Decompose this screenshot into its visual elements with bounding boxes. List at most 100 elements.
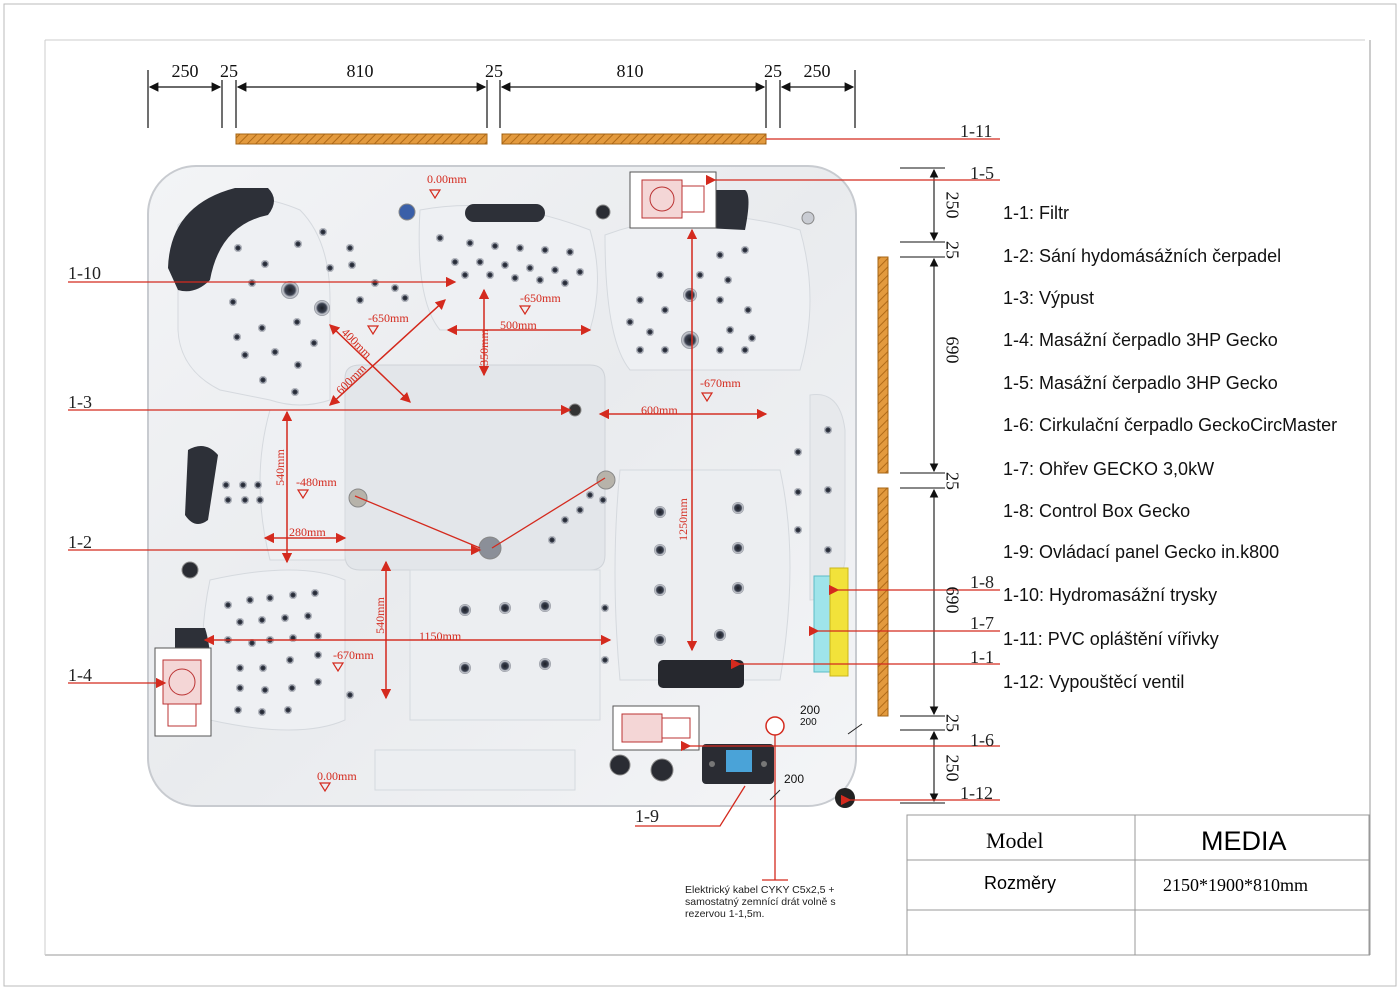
legend-item-1-10: 1-10: Hydromasážní trysky xyxy=(1003,585,1218,605)
pump-1-4-drawing xyxy=(154,647,212,737)
dim-label-500: 500mm xyxy=(500,318,537,332)
jet xyxy=(286,656,294,664)
callout-1-6: 1-6 xyxy=(970,730,994,750)
depth-label-670-b: -670mm xyxy=(333,648,374,662)
title-block-frame xyxy=(906,814,1370,956)
jet xyxy=(259,376,267,384)
dim-top-25-c: 25 xyxy=(764,61,782,81)
jet xyxy=(314,632,322,640)
filter-cover xyxy=(658,660,744,688)
air-button-icon xyxy=(801,211,815,225)
pvc-panel-right-upper xyxy=(877,256,889,474)
jet xyxy=(548,536,556,544)
jet xyxy=(234,706,242,714)
jet xyxy=(794,448,802,456)
jet xyxy=(248,279,256,287)
jet xyxy=(288,684,296,692)
jet xyxy=(601,604,609,612)
jet xyxy=(224,601,232,609)
jet xyxy=(661,346,669,354)
dim-right-25-c: 25 xyxy=(942,714,963,732)
cable-note-line-2: samostatný zemnící drát volně s xyxy=(685,896,836,908)
jet xyxy=(236,684,244,692)
internal-dimensions xyxy=(68,174,1000,881)
depth-label-bottom: 0.00mm xyxy=(317,769,357,783)
depth-markers xyxy=(296,189,714,793)
jet xyxy=(346,244,354,252)
jet xyxy=(561,279,569,287)
legend-item-1-9: 1-9: Ovládací panel Gecko in.k800 xyxy=(1003,542,1280,562)
jet xyxy=(744,306,752,314)
top-dimension-line xyxy=(147,70,856,128)
jet xyxy=(248,639,256,647)
pillow-button-icon xyxy=(595,204,611,220)
jet xyxy=(486,271,494,279)
jet xyxy=(319,228,327,236)
jet xyxy=(326,264,334,272)
jet xyxy=(241,496,249,504)
suction-left-icon xyxy=(181,561,199,579)
jet xyxy=(626,318,634,326)
right-dimension-line xyxy=(900,167,945,804)
jet xyxy=(233,333,241,341)
jet xyxy=(586,491,594,499)
dim-top-25-b: 25 xyxy=(485,61,503,81)
jet xyxy=(566,248,574,256)
jet xyxy=(256,496,264,504)
callout-1-8: 1-8 xyxy=(970,572,994,592)
dim-label-540-b: 540mm xyxy=(372,597,387,634)
jet xyxy=(661,306,669,314)
jet xyxy=(236,618,244,626)
jet xyxy=(436,234,444,242)
jet xyxy=(294,361,302,369)
jet xyxy=(451,258,459,266)
jet xyxy=(654,506,666,518)
pvc-panel-top-left xyxy=(235,133,488,145)
jet xyxy=(289,591,297,599)
callout-1-12: 1-12 xyxy=(960,783,993,803)
jet xyxy=(254,481,262,489)
jet xyxy=(636,296,644,304)
jet xyxy=(541,246,549,254)
jet xyxy=(716,346,724,354)
jet xyxy=(511,274,519,282)
jet xyxy=(576,268,584,276)
jet xyxy=(794,526,802,534)
pump-1-6-drawing xyxy=(612,705,700,751)
jet xyxy=(304,612,312,620)
dim-label-200-c: 200 xyxy=(784,772,805,786)
jet xyxy=(501,261,509,269)
jet xyxy=(234,244,242,252)
light-icon xyxy=(398,203,416,221)
jet xyxy=(241,351,249,359)
cable-note: Elektrický kabel CYKY C5x2,5 + samostatn… xyxy=(685,884,836,920)
light-left-icon xyxy=(348,488,368,508)
jet xyxy=(461,271,469,279)
jet xyxy=(824,426,832,434)
jet xyxy=(281,281,299,299)
jet xyxy=(224,496,232,504)
jet xyxy=(824,546,832,554)
jet xyxy=(724,276,732,284)
jet xyxy=(539,658,551,670)
jet xyxy=(741,346,749,354)
jet xyxy=(681,331,699,349)
jet xyxy=(281,614,289,622)
jet xyxy=(258,324,266,332)
cable-note-line-1: Elektrický kabel CYKY C5x2,5 + xyxy=(685,884,835,896)
jet xyxy=(261,686,269,694)
jet xyxy=(656,271,664,279)
jet xyxy=(266,594,274,602)
dim-label-1250: 1250mm xyxy=(675,498,690,541)
jet xyxy=(794,488,802,496)
callout-1-11: 1-11 xyxy=(960,121,993,141)
jet xyxy=(696,271,704,279)
jet xyxy=(258,616,266,624)
jet xyxy=(748,334,756,342)
drain-valve-1-12 xyxy=(835,788,855,808)
jet xyxy=(246,596,254,604)
drain-bottom-b-icon xyxy=(650,758,674,782)
legend-item-1-7: 1-7: Ohřev GECKO 3,0kW xyxy=(1003,459,1215,479)
depth-label-top: 0.00mm xyxy=(427,172,467,186)
